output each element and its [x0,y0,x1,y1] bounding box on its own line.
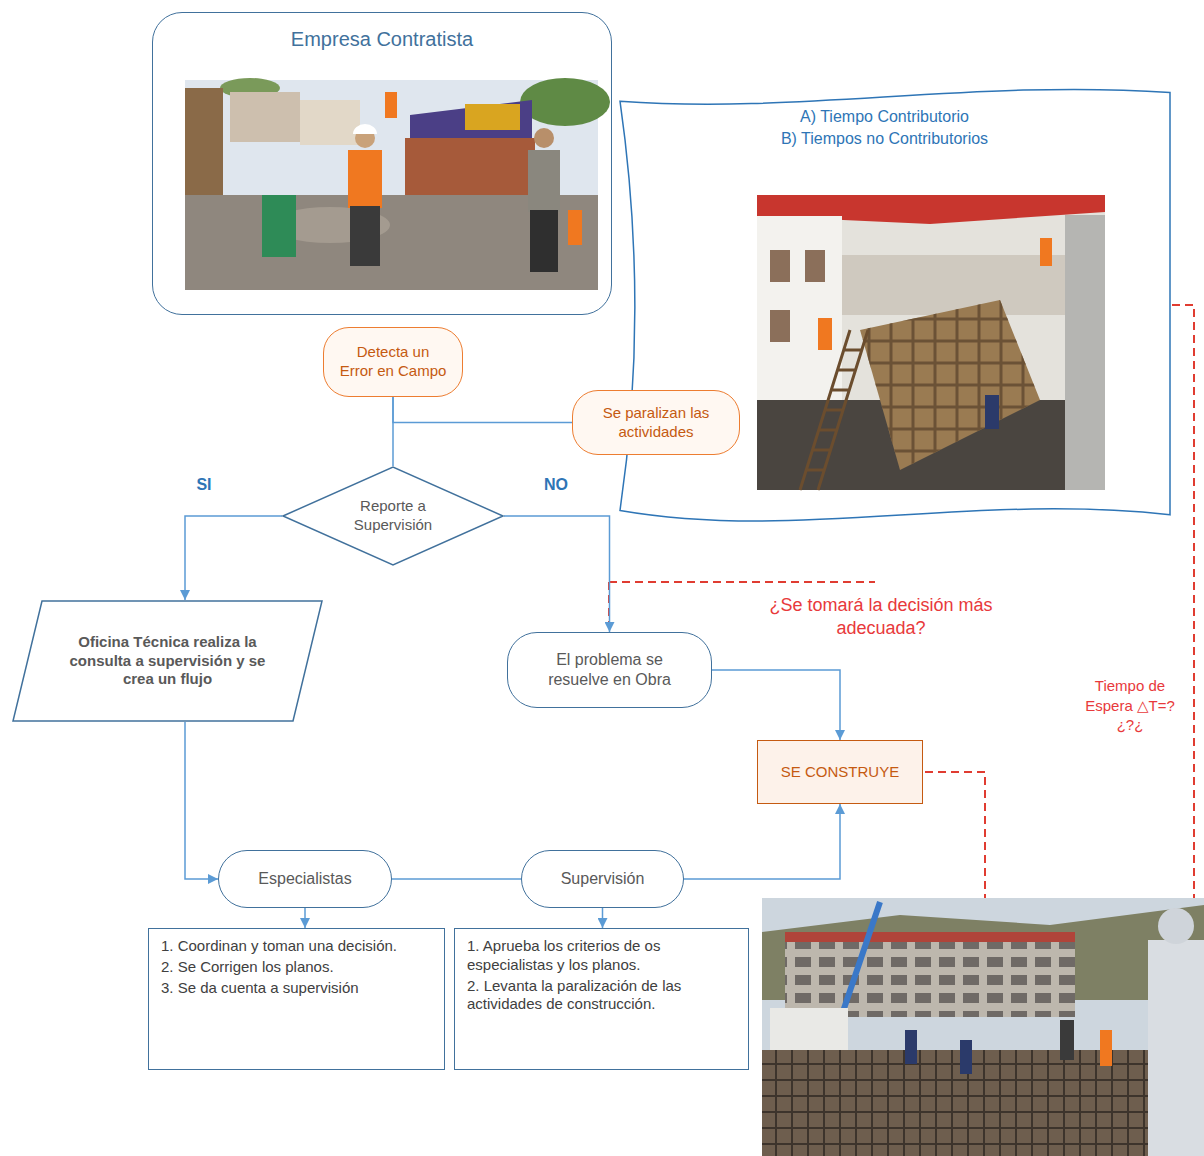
red-dashed-leader [925,772,985,898]
contractor-panel: Empresa Contratista [152,12,612,315]
contractor-photo [405,138,535,200]
flow-connector [185,516,282,600]
node-text: Especialistas [258,869,351,889]
flow-connector [185,722,218,879]
pour-photo [1158,908,1194,944]
result-box: SE CONSTRUYE [757,740,923,804]
node-text: 1. Coordinan y toman una decisión. [161,937,432,956]
branch-label: SI [186,476,222,494]
contractor-photo [534,128,554,148]
site-photo [757,195,1105,490]
site-photo [860,300,1040,470]
pour-photo [762,898,1204,1156]
node-text: 1. Aprueba los criterios de os especiali… [467,937,736,975]
pour-photo [785,942,1075,1017]
contractor-photo [530,210,558,272]
contractor-photo [353,124,377,134]
shape-outline [597,88,1172,528]
contractor-photo [465,104,520,130]
flow-connector [504,516,610,632]
node-text: Reporte a Supervisión [334,497,452,535]
site-photo [805,250,825,282]
node-text: Detecta un Error en Campo [339,343,447,381]
site-photo [800,330,868,490]
stop-terminal: Se paralizan las actividades [572,390,740,455]
node-text: SE CONSTRUYE [781,763,899,782]
branch-label: NO [538,476,574,494]
parallelogram-outline [13,601,322,721]
pour-photo [785,942,1075,1017]
pour-photo [762,1050,1204,1156]
diamond-outline [283,467,503,565]
site-photo [770,310,790,342]
node-text: 2. Levanta la paralización de las activi… [467,977,736,1015]
site-photo [770,250,790,282]
contractor-photo [385,92,397,118]
contractor-photo [230,92,300,142]
pour-photo [762,898,1204,1156]
pour-photo [785,932,1075,942]
flow-connector [392,878,521,880]
site-photo [985,395,999,429]
pour-photo [762,1050,1204,1156]
site-photo [818,318,832,350]
flow-connector [393,397,572,423]
site-photo [1065,215,1105,490]
red-dashed-leader [609,581,875,583]
pour-photo [1060,1020,1074,1060]
pour-photo [1100,1030,1112,1066]
site-photo [757,195,1105,490]
contractor-photo [520,78,610,126]
question-note: ¿Se tomará la decisión más adecuada? [745,594,1017,641]
contractor-photo [262,195,296,257]
process-terminal: El problema se resuelve en Obra [507,632,712,708]
contractor-photo [528,150,560,212]
decision-diamond: Reporte a Supervisión [282,466,504,566]
contractor-photo [568,210,582,245]
flow-connector [684,804,840,879]
site-photo [1040,238,1052,266]
contractor-photo [410,100,532,140]
node-text: 2. Se Corrigen los planos. [161,958,432,977]
contractor-photo [300,100,360,145]
node-text: Empresa Contratista [291,27,473,52]
task-list-box: 1. Aprueba los criterios de os especiali… [454,928,749,1070]
actor-terminal: Supervisión [521,850,684,908]
node-text: 3. Se da cuenta a supervisión [161,979,432,998]
site-photo [757,216,842,406]
node-text: Supervisión [561,869,645,889]
contractor-photo [348,150,382,208]
node-text: Se paralizan las actividades [588,404,724,442]
banner-outline [620,89,1170,521]
task-list-box: 1. Coordinan y toman una decisión. 2. Se … [148,928,445,1070]
actor-terminal: Especialistas [218,850,392,908]
flow-connector [304,908,306,928]
time-banner: A) Tiempo ContributorioB) Tiempos no Con… [597,88,1172,528]
input-parallelogram: Oficina Técnica realiza la consulta a su… [12,600,323,722]
pour-photo [905,1030,917,1064]
contractor-photo [350,206,380,266]
flow-connector [712,670,840,740]
site-photo [860,300,1040,470]
contractor-photo [185,78,610,290]
site-photo [842,255,1067,315]
pour-photo [960,1040,972,1074]
red-dashed-leader [1172,305,1194,898]
flow-connector [602,908,604,928]
node-text: B) Tiempos no Contributorios [781,128,988,150]
wait-time-note: Tiempo de Espera △T=?¿?¿ [1080,676,1180,735]
pour-photo [1148,940,1204,1156]
node-text: Oficina Técnica realiza la consulta a su… [56,633,279,689]
node-text: A) Tiempo Contributorio [800,106,969,128]
start-terminal: Detecta un Error en Campo [323,327,463,397]
node-text: El problema se resuelve en Obra [536,650,683,690]
